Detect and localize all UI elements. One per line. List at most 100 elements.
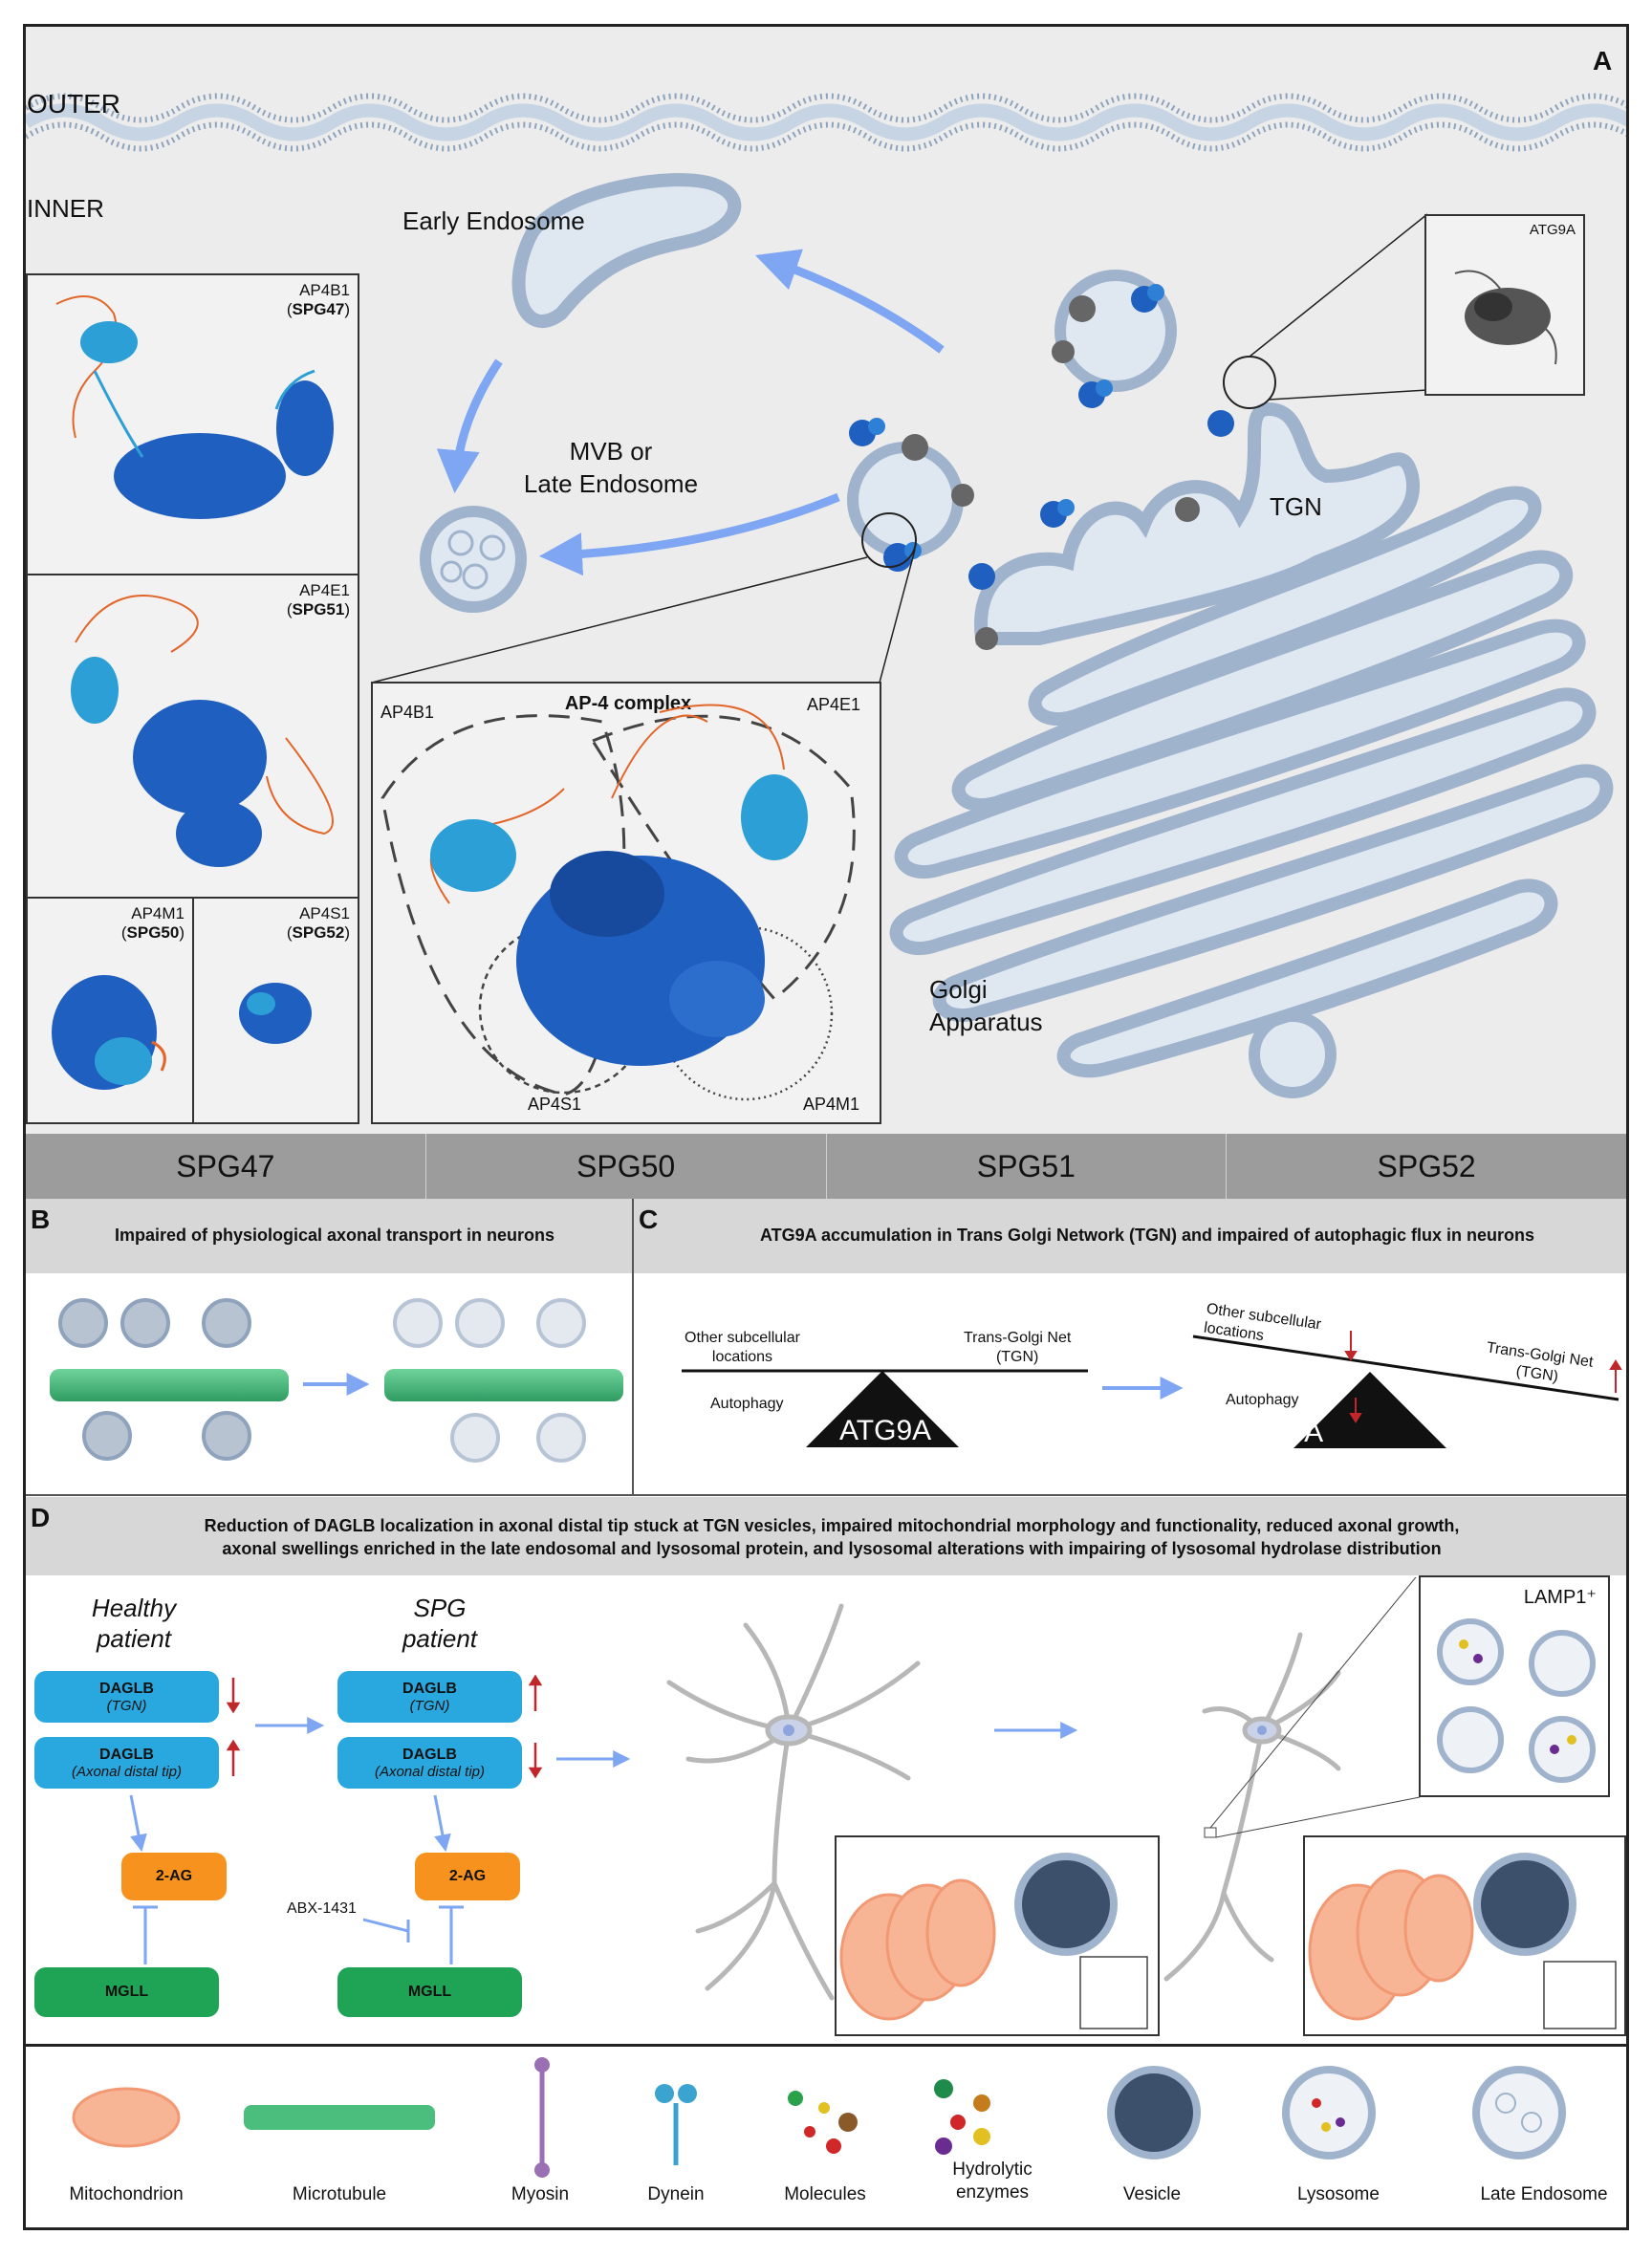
arrow-early-to-mvb (436, 358, 503, 493)
panel-d-title-line2: axonal swellings enriched in the late en… (222, 1539, 1442, 1558)
mvb-label-line1: MVB or (569, 437, 653, 466)
c-left-fulcrum-label: ATG9A (839, 1415, 932, 1446)
panel-c-title: ATG9A accumulation in Trans Golgi Networ… (759, 1226, 1535, 1245)
mvb-shape (420, 506, 527, 613)
ap4e1-spg-line: (SPG51) (286, 600, 350, 619)
c-left-tgn-line1: Trans-Golgi Net (964, 1330, 1072, 1346)
panel-b-drawing (50, 1298, 623, 1463)
vesicles-right (393, 1298, 586, 1463)
fulcrum-right (1293, 1372, 1446, 1448)
ap4e1-box: AP4E1 (SPG51) (26, 574, 359, 899)
early-endosome-label: Early Endosome (402, 206, 585, 235)
legend-microtubule: Microtubule (292, 2184, 387, 2204)
atg9a-structure (1454, 270, 1557, 365)
c-left-other-line2: locations (711, 1349, 773, 1365)
ap4e1-box-label: AP4E1 (SPG51) (287, 581, 350, 619)
ap4-complex-structure (380, 704, 856, 1101)
ap4b1-spg-line: (SPG47) (286, 300, 350, 318)
panel-b-letter: B (31, 1204, 51, 1234)
legend-late-endosome-icon (1472, 2066, 1566, 2159)
microtubule-left (50, 1369, 289, 1401)
ap4s1-spg-line: (SPG52) (286, 923, 350, 942)
ap4m1-box-label: AP4M1 (SPG50) (121, 904, 185, 943)
spg-2ag-label: 2-AG (448, 1868, 487, 1884)
ap4e1-spg: SPG51 (292, 600, 345, 619)
panel-d-neurons (666, 1577, 1421, 2001)
legend-myosin-icon (534, 2057, 550, 2178)
ap4m1-structure (52, 975, 166, 1090)
spg-daglb-tip-sub: (Axonal distal tip) (374, 1763, 486, 1780)
c-left-autophagy: Autophagy (710, 1396, 784, 1412)
panel-d-title-line1: Reduction of DAGLB localization in axona… (204, 1516, 1460, 1535)
healthy-mito-drawing (839, 1853, 1148, 2029)
spg-daglb-tgn: DAGLB(TGN) (337, 1671, 522, 1723)
spg-header-2: SPG50 (426, 1134, 827, 1199)
spg-line1: SPG (413, 1594, 467, 1622)
spg-daglb-tgn-sub: (TGN) (409, 1697, 450, 1714)
healthy-neuron (666, 1603, 921, 2001)
legend-hydrolytic-enzymes-icon (934, 2079, 990, 2155)
legend-molecules: Molecules (784, 2184, 866, 2204)
healthy-daglb-tip-title: DAGLB (99, 1746, 154, 1763)
ap4s1-structure (239, 983, 312, 1044)
bc-bottom-rule (26, 1494, 1626, 1496)
spg-daglb-tgn-title: DAGLB (402, 1680, 457, 1697)
vesicle-1 (847, 442, 964, 558)
c-left-tgn-line2: (TGN) (995, 1349, 1039, 1365)
spg-mgll-label: MGLL (407, 1984, 452, 2000)
spg-header-4: SPG52 (1377, 1148, 1476, 1183)
panel-a-letter: A (1593, 46, 1613, 76)
ap4e1-name: AP4E1 (299, 581, 350, 599)
legend-icons (72, 2057, 1566, 2178)
c-left-other-line1: Other subcellular (685, 1330, 800, 1346)
early-endosome-shape (511, 173, 742, 328)
mvb-label-line2: Late Endosome (523, 469, 699, 498)
legend-mitochondrion-icon (72, 2087, 181, 2148)
complex-ap4e1-label: AP4E1 (807, 695, 861, 714)
legend-vesicle: Vesicle (1122, 2184, 1182, 2204)
c-right-autophagy: Autophagy (1226, 1392, 1299, 1408)
c-right-fulcrum-label: ATG9A (1231, 1417, 1324, 1448)
spg-patient-label: SPG patient (378, 1593, 502, 1654)
complex-ap4s1-label: AP4S1 (528, 1095, 582, 1114)
figure-frame (23, 24, 1629, 2230)
up-down-arrows-d (226, 1674, 543, 1779)
atg9a-structure-box: ATG9A (1424, 214, 1585, 396)
healthy-2ag: 2-AG (121, 1853, 227, 1900)
atg9a-box-label: ATG9A (1529, 222, 1576, 238)
spg-mgll: MGLL (337, 1967, 522, 2017)
panel-d-pathway-arrows (129, 1674, 631, 1964)
healthy-daglb-tip: DAGLB(Axonal distal tip) (34, 1737, 219, 1789)
c-left-tgn: Trans-Golgi Net (TGN) (964, 1329, 1071, 1367)
spg-header-3: SPG51 (827, 1134, 1228, 1199)
ap4m1-box: AP4M1 (SPG50) (26, 897, 194, 1124)
vesicles-left (58, 1298, 251, 1461)
inner-label: INNER (27, 194, 104, 223)
complex-ap4m1-label: AP4M1 (803, 1095, 860, 1114)
legend-dynein: Dynein (647, 2184, 705, 2204)
legend-late-endosome: Late Endosome (1480, 2184, 1608, 2204)
panel-d-letter: D (31, 1503, 51, 1532)
legend-mitochondrion: Mitochondrion (69, 2184, 184, 2204)
mvb-label: MVB or Late Endosome (511, 435, 711, 500)
healthy-mgll: MGLL (34, 1967, 219, 2017)
lamp1-box: LAMP1⁺ (1419, 1575, 1610, 1797)
legend-myosin: Myosin (511, 2184, 570, 2204)
abx-1431-label: ABX-1431 (287, 1900, 357, 1917)
bc-divider (632, 1199, 634, 1495)
plasma-membrane (26, 93, 1626, 152)
spg-header-1: SPG47 (26, 1134, 426, 1199)
healthy-patient-label: Healthy patient (76, 1593, 191, 1654)
golgi-label-line1: Golgi (929, 975, 988, 1004)
legend-lysosome-icon (1282, 2066, 1376, 2159)
ap4m1-name: AP4M1 (131, 904, 185, 922)
panel-b-title: Impaired of physiological axonal transpo… (114, 1226, 555, 1245)
bc-title-band (26, 1199, 1626, 1273)
ap4s1-box: AP4S1 (SPG52) (192, 897, 359, 1124)
ap4b1-structure (55, 295, 334, 519)
spg-neuron (1163, 1632, 1341, 1982)
spg-daglb-tip: DAGLB(Axonal distal tip) (337, 1737, 522, 1789)
ap4s1-box-label: AP4S1 (SPG52) (287, 904, 350, 943)
healthy-daglb-tgn-title: DAGLB (99, 1680, 154, 1697)
ap4-zoom-circle (861, 512, 917, 568)
